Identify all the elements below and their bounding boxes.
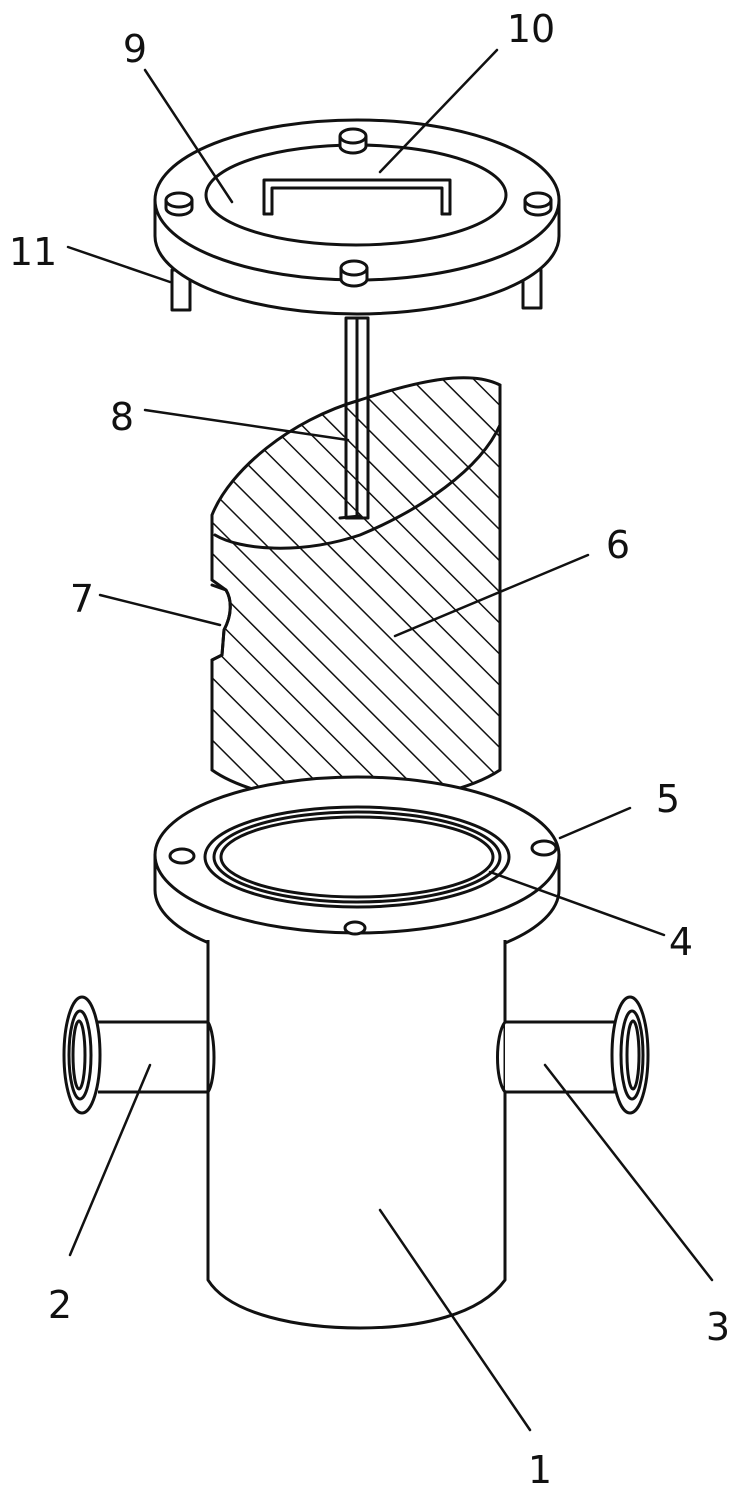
leader-2 [68, 1063, 152, 1257]
lid-bolt [523, 191, 553, 217]
filter-notch [210, 583, 232, 662]
leader-11 [66, 245, 172, 284]
leader-lines [66, 48, 714, 1432]
label-5: 5 [656, 777, 680, 821]
leader-1 [378, 1208, 532, 1432]
leader-7 [98, 593, 222, 627]
lid-assembly [153, 118, 561, 316]
seal-ring-outer [203, 805, 511, 909]
leader-3 [543, 1063, 714, 1282]
leader-10 [378, 48, 499, 174]
filter-body-hatched [210, 376, 502, 807]
lid-cover-plate [204, 143, 508, 247]
leader-6 [393, 553, 590, 638]
label-3: 3 [706, 1305, 730, 1349]
label-4: 4 [669, 920, 693, 964]
label-1: 1 [528, 1448, 552, 1492]
bolt-hole [168, 847, 196, 865]
label-10: 10 [507, 7, 555, 51]
label-6: 6 [606, 523, 630, 567]
leader-8 [143, 408, 350, 442]
seal-ring-inner [219, 815, 495, 899]
seal-ring-mid [212, 810, 502, 904]
leader-9 [143, 68, 234, 204]
bolt-hole [343, 920, 367, 936]
lid-bolt [339, 259, 369, 288]
label-8: 8 [110, 395, 134, 439]
outlet-pipe [496, 995, 650, 1115]
inlet-pipe [62, 995, 216, 1115]
lid-handle [262, 178, 452, 216]
bolt-hole [530, 839, 558, 857]
housing-cylinder [206, 940, 507, 1330]
label-2: 2 [48, 1283, 72, 1327]
leader-5 [558, 806, 632, 840]
lid-bolt [164, 191, 194, 217]
lid-bolt [338, 127, 368, 155]
label-11: 11 [9, 230, 57, 274]
part-labels: 1 2 3 4 5 6 7 8 9 10 11 [9, 7, 730, 1492]
housing-flange [153, 775, 561, 970]
filter-top-rim [213, 423, 502, 550]
filter-cartridge [210, 376, 502, 807]
label-9: 9 [123, 27, 147, 71]
leader-4 [488, 870, 666, 937]
housing-body [62, 940, 650, 1330]
label-7: 7 [70, 577, 94, 621]
